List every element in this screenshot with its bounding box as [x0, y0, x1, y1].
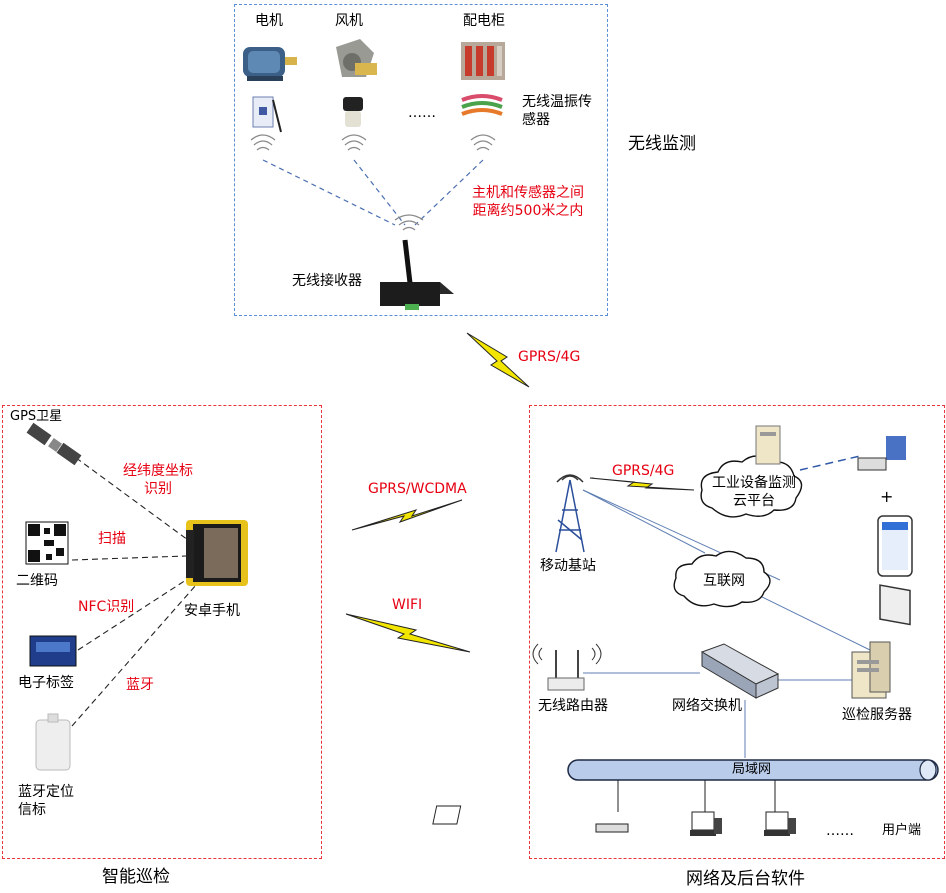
nfc-link-label: NFC识别 — [78, 599, 135, 615]
wireless-router-icon — [532, 643, 602, 691]
network-title: 网络及后台软件 — [686, 869, 805, 889]
base-station-label: 移动基站 — [540, 558, 596, 574]
receiver-label: 无线接收器 — [292, 273, 362, 289]
link-label-station-cloud: GPRS/4G — [612, 463, 675, 479]
cloud-server-icon — [755, 425, 781, 465]
device-label-cabinet: 配电柜 — [463, 13, 505, 29]
internet-label: 互联网 — [703, 573, 745, 589]
cloud-platform-icon — [700, 455, 803, 518]
receiver-icon — [380, 239, 454, 310]
network-frame — [529, 405, 945, 859]
network-switch-icon — [700, 643, 780, 699]
lan-bus — [567, 759, 939, 781]
sensor-2-icon — [343, 97, 363, 127]
qr-label: 二维码 — [16, 573, 58, 589]
beacon-label: 蓝牙定位信标 — [18, 784, 74, 818]
gps-label: GPS卫星 — [10, 409, 63, 424]
qr-link-label: 扫描 — [98, 531, 126, 547]
users-label: 用户端 — [882, 823, 922, 838]
inspection-frame — [2, 405, 322, 859]
sensor-label: 无线温振传感器 — [522, 94, 592, 128]
switch-label: 网络交换机 — [672, 698, 742, 714]
rfid-label: 电子标签 — [18, 675, 74, 691]
bt-link-label: 蓝牙 — [126, 677, 154, 693]
base-station-icon — [555, 474, 585, 553]
motor-icon — [243, 47, 297, 81]
desktop-pc-1-icon — [690, 811, 722, 836]
device-label-motor: 电机 — [255, 13, 283, 29]
inspection-title: 智能巡检 — [102, 867, 170, 887]
fan-icon — [336, 39, 377, 77]
gps-satellite-icon — [26, 422, 82, 466]
sensor-3-icon — [461, 94, 503, 116]
link-label-top: GPRS/4G — [518, 349, 581, 365]
bluetooth-beacon-icon — [35, 713, 71, 771]
phone-label: 安卓手机 — [184, 603, 240, 619]
wireless-monitor-title: 无线监测 — [628, 134, 696, 154]
router-label: 无线路由器 — [538, 698, 608, 714]
wireless-monitor-frame — [234, 4, 608, 316]
monitor-icon — [857, 436, 911, 626]
device-label-fan: 风机 — [335, 13, 363, 29]
desktop-pc-2-icon — [764, 811, 796, 836]
users-ellipsis: …… — [826, 823, 854, 839]
sensor-1-icon — [252, 96, 282, 133]
link-label-middle: GPRS/WCDMA — [368, 481, 467, 497]
gps-link-label: 经纬度坐标识别 — [123, 463, 193, 497]
lan-label: 局域网 — [732, 762, 772, 777]
cabinet-icon — [461, 42, 505, 80]
android-phone-icon — [186, 520, 248, 586]
cloud-label: 工业设备监测云平台 — [712, 475, 796, 509]
laptop-icon — [432, 805, 629, 833]
rfid-tag-icon — [29, 635, 77, 667]
inspection-server-icon — [851, 641, 891, 699]
internet-cloud-icon — [673, 550, 771, 608]
server-label: 巡检服务器 — [842, 707, 912, 723]
plus-sign: + — [880, 487, 894, 506]
range-note: 主机和传感器之间距离约500米之内 — [472, 185, 584, 219]
smartphone-icon — [877, 515, 913, 577]
link-label-wifi: WIFI — [392, 597, 423, 613]
qr-code-icon — [25, 521, 69, 565]
device-ellipsis: …… — [408, 105, 436, 121]
